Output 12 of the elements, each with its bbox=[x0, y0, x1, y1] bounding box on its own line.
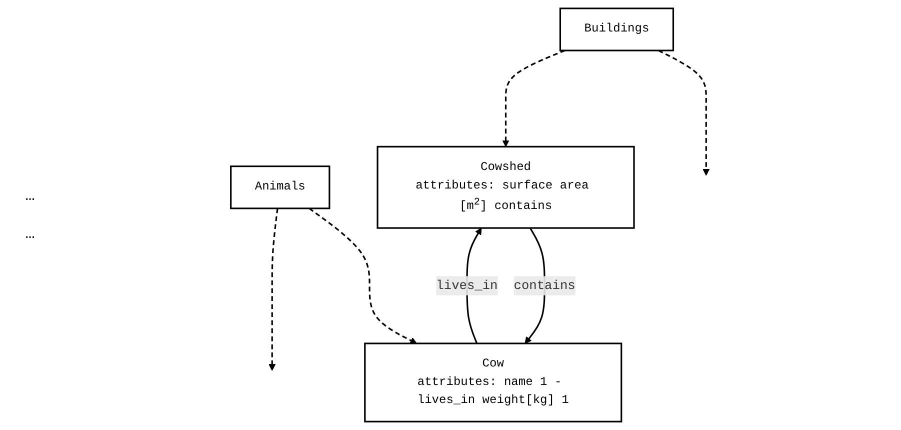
edge-label: contains bbox=[514, 278, 576, 293]
node-box: Cowshed attributes: surface area [m$^{2}$] contains bbox=[376, 146, 635, 229]
arrow bbox=[658, 50, 710, 176]
arrow bbox=[268, 208, 278, 371]
ellipsis-note: … bbox=[25, 225, 35, 243]
node-box: Cow attributes: name 1 - lives_in weight[kg] 1 bbox=[364, 342, 622, 422]
ellipsis-note: … bbox=[25, 187, 35, 205]
node-box: Animals bbox=[230, 166, 330, 210]
arrow bbox=[502, 50, 566, 147]
arrow bbox=[308, 208, 417, 344]
node-box: Buildings bbox=[559, 8, 674, 52]
edge-label: lives_in bbox=[436, 278, 498, 293]
